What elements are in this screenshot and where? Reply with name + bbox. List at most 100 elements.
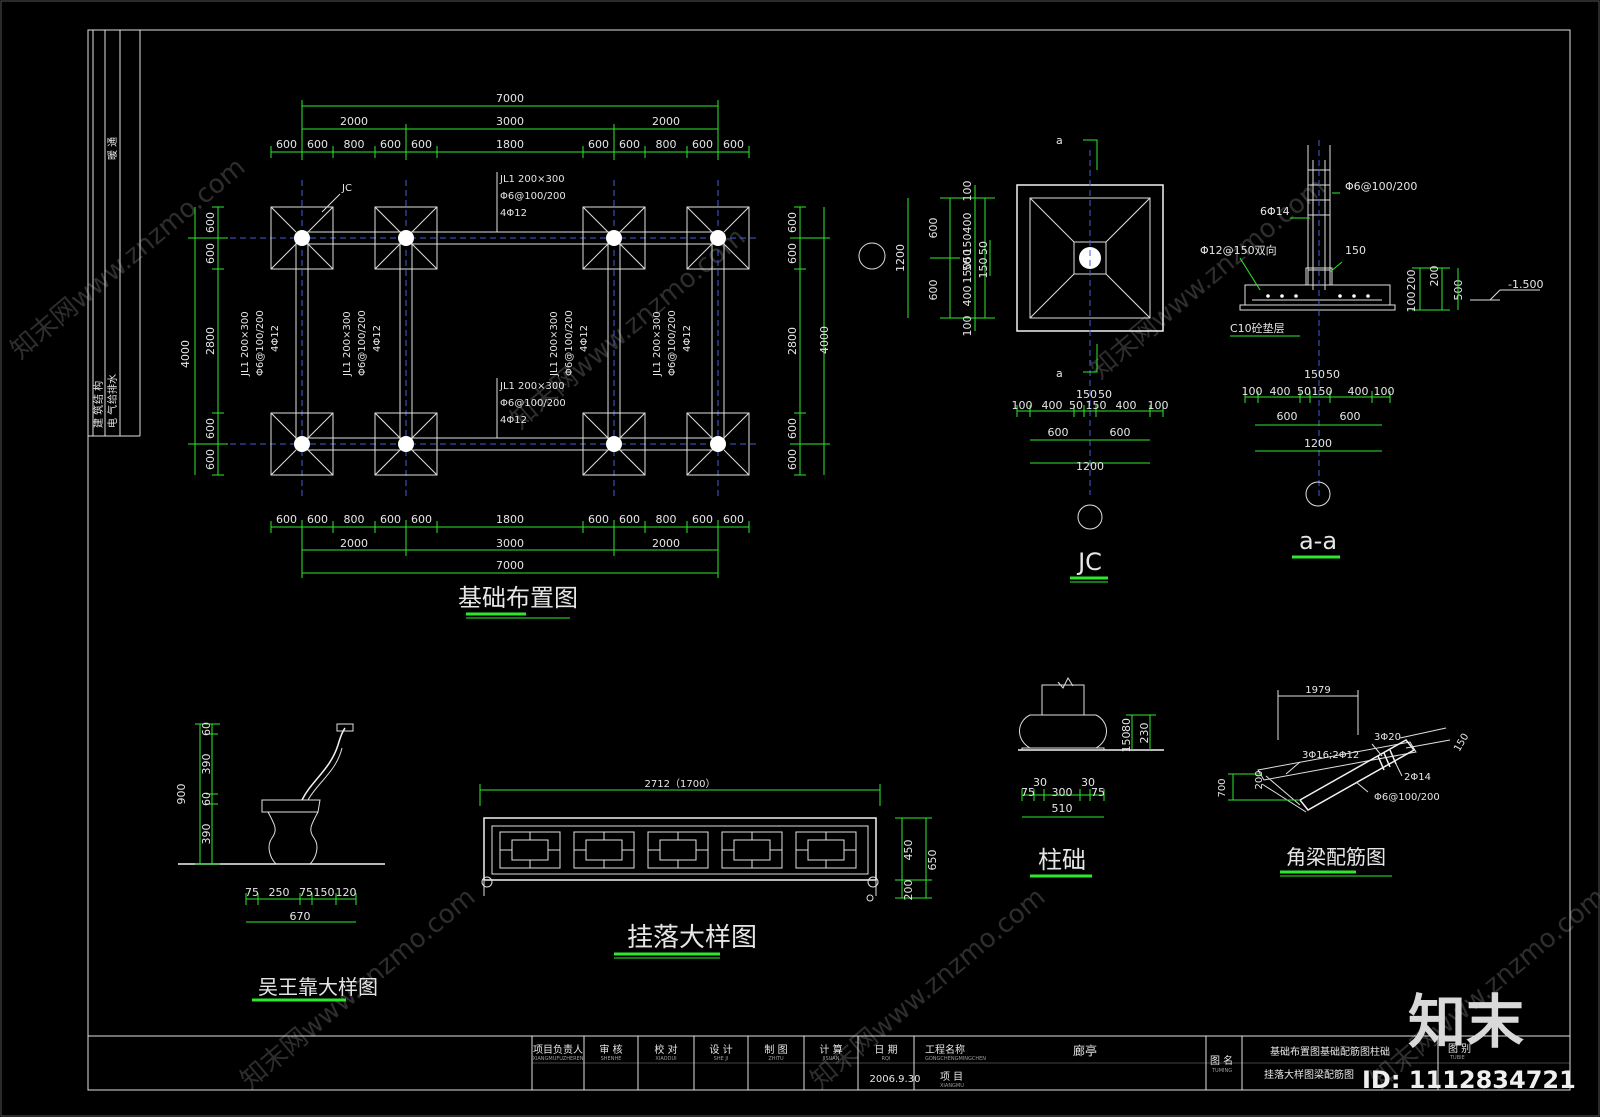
dim-top-detail: 600 — [276, 138, 297, 151]
dim-chair-bottom-total: 670 — [290, 910, 311, 923]
dim-sect-bottom-top: 50 — [1326, 368, 1340, 381]
project-name-pinyin: GONGCHENGMINGCHEN — [925, 1056, 986, 1062]
dim-right-detail: 600 — [786, 418, 799, 439]
dim-bottom-detail: 600 — [723, 513, 744, 526]
side-strip-item: 暖 通 — [106, 137, 119, 160]
dim-sect-bottom: 400 — [1348, 385, 1369, 398]
title-role-pinyin: JISUAN — [822, 1056, 840, 1062]
beam-note: Φ6@100/200 — [500, 398, 566, 409]
beam-note: Φ6@100/200 — [255, 310, 266, 376]
dim-chair-bottom: 75 — [245, 886, 259, 899]
beam-note: 4Φ12 — [500, 415, 527, 426]
footing-marker: JC — [341, 183, 352, 194]
dim-right-detail: 600 — [786, 212, 799, 233]
dim-top-detail: 600 — [307, 138, 328, 151]
section-aa: Φ6@100/200 6Φ14 Φ12@150双向 150 C10砼垫层 200… — [1200, 140, 1543, 559]
dim-base-bottom: 30 — [1033, 776, 1047, 789]
dim-right-detail: 600 — [786, 449, 799, 470]
drawing-name-value: 挂落大样图梁配筋图 — [1264, 1068, 1354, 1081]
dim-right-detail: 600 — [786, 243, 799, 264]
drawing-name-label: 图 名 — [1210, 1054, 1233, 1067]
drawing-name-pinyin: TUMING — [1211, 1068, 1232, 1074]
dim-chair-left: 390 — [200, 754, 213, 775]
title-role-pinyin: XIANGMUFUZHEREN — [532, 1056, 583, 1062]
title-role-label: 审 核 — [599, 1043, 622, 1056]
dim-sect-bottom-top: 150 — [1304, 368, 1325, 381]
dim-bottom-mid: 3000 — [496, 537, 524, 550]
column-dot — [710, 436, 726, 452]
dim-footing-left-total: 1200 — [894, 244, 907, 272]
dim-sect-right: 100 — [1405, 292, 1418, 313]
column-dot — [294, 230, 310, 246]
dim-footing-right-inner: 150 — [977, 258, 990, 279]
project-name-value: 廊亭 — [1073, 1043, 1097, 1058]
dim-footing-left: 600 — [927, 218, 940, 239]
title-role-label: 计 算 — [819, 1043, 842, 1056]
title-role-pinyin: SHENHE — [601, 1056, 622, 1062]
corner-beam: 1979 700 200 150 3Φ16;2Φ12 3Φ20 2Φ14 Φ6@… — [1217, 685, 1471, 877]
dim-left-detail: 600 — [204, 212, 217, 233]
dim-top-mid: 2000 — [652, 115, 680, 128]
dim-bottom-detail: 600 — [692, 513, 713, 526]
dim-footing-bottom: 400 — [1042, 399, 1063, 412]
dim-bottom-detail: 600 — [307, 513, 328, 526]
dim-chair-left-total: 900 — [175, 784, 188, 805]
dim-top-detail: 1800 — [496, 138, 524, 151]
beam-note: 4Φ12 — [270, 325, 281, 352]
beam-note: JL1 200×300 — [499, 174, 565, 185]
beam-note: Φ6@100/200 — [564, 310, 575, 376]
beam-note: JL1 200×300 — [342, 311, 353, 377]
beam-note: 4Φ12 — [682, 325, 693, 352]
footing-plan: a a 1200 600 600 10040015050501504001005… — [858, 134, 1169, 583]
dim-base-right: 80 — [1120, 718, 1133, 732]
dim-top-detail: 600 — [692, 138, 713, 151]
column-dot — [398, 436, 414, 452]
foundation-plan: JC JL1 200×300 Φ6@100/200 4Φ12 JL1 200×3… — [179, 92, 831, 619]
beam-note: JL1 200×300 — [240, 311, 251, 377]
drawing-border — [87, 29, 1571, 1091]
dim-bottom-mid: 2000 — [652, 537, 680, 550]
hanging-detail: 2712（1700） 450 200 650 挂落大样图 — [479, 778, 939, 959]
dim-footing-bottom: 400 — [1116, 399, 1137, 412]
dim-top-mid: 3000 — [496, 115, 524, 128]
dim-left-overall: 4000 — [179, 340, 192, 368]
dim-footing-bottom: 150 — [1086, 399, 1107, 412]
corner-note: 3Φ20 — [1374, 732, 1401, 743]
dim-sect-bottom: 100 — [1374, 385, 1395, 398]
corner-note: 150 — [1452, 732, 1471, 754]
dim-bottom-detail: 800 — [656, 513, 677, 526]
side-strip-item: 建 筑 — [92, 405, 105, 428]
dim-left-detail: 600 — [204, 418, 217, 439]
dim-base-bottom: 30 — [1081, 776, 1095, 789]
section-note: 6Φ14 — [1260, 205, 1290, 218]
dim-footing-right: 150 — [961, 263, 974, 284]
dim-footing-right: 400 — [961, 213, 974, 234]
corner-note: 700 — [1217, 778, 1228, 797]
title-role-pinyin: ZHITU — [768, 1056, 784, 1062]
dim-chair-left: 60 — [200, 792, 213, 806]
beam-note: Φ6@100/200 — [500, 191, 566, 202]
dim-bottom-detail: 600 — [411, 513, 432, 526]
beam-note: Φ6@100/200 — [667, 310, 678, 376]
section-note: C10砼垫层 — [1230, 321, 1285, 335]
corner-note: 2Φ14 — [1404, 772, 1431, 783]
dim-footing-bottom-top: 50 — [1098, 388, 1112, 401]
dim-bottom-overall: 7000 — [496, 559, 524, 572]
dim-base-bottom: 75 — [1021, 786, 1035, 799]
beam-note: JL1 200×300 — [652, 311, 663, 377]
sheet-pinyin: TUBIE — [1449, 1055, 1465, 1061]
dim-footing-bottom: 50 — [1069, 399, 1083, 412]
title-role-label: 日 期 — [874, 1044, 897, 1056]
dim-bottom-detail: 600 — [588, 513, 609, 526]
side-strip-item: 给排水 — [106, 374, 119, 404]
brand-logo: 知末 — [1408, 988, 1524, 1056]
dim-hanging-right: 200 — [902, 880, 915, 901]
dim-bottom-mid: 2000 — [340, 537, 368, 550]
side-strip-item: 电 气 — [106, 405, 119, 428]
view-title: 吴王靠大样图 — [258, 975, 378, 999]
dim-top-detail: 800 — [656, 138, 677, 151]
project-name-label: 工程名称 — [925, 1043, 965, 1056]
column-dot — [398, 230, 414, 246]
